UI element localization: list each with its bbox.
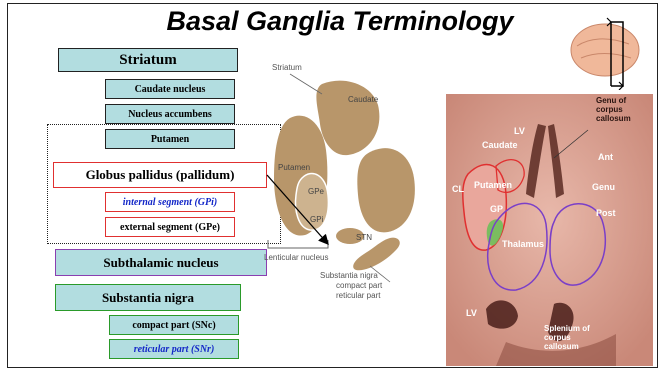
brain-slice-photo: Genu of corpus callosum LV Caudate Ant C… (446, 94, 653, 366)
diagram-gpi-label: GPi (310, 215, 324, 224)
substantia-nigra-box: Substantia nigra (55, 284, 241, 311)
external-segment-box: external segment (GPe) (105, 217, 235, 237)
photo-thalamus-label: Thalamus (502, 239, 544, 249)
diagram-lenticular-label: Lenticular nucleus (264, 253, 328, 262)
diagram-caudate-label: Caudate (348, 95, 379, 104)
photo-caudate-label: Caudate (482, 140, 518, 150)
putamen-box: Putamen (105, 129, 235, 149)
nucleus-accumbens-box: Nucleus accumbens (105, 104, 235, 124)
photo-post-label: Post (596, 208, 616, 218)
internal-segment-box: internal segment (GPi) (105, 192, 235, 212)
brain-icon (567, 16, 645, 90)
striatum-leader (290, 74, 322, 94)
photo-splenium-label-3: callosum (544, 342, 590, 351)
substantia-nigra-shape (353, 238, 400, 271)
photo-genu-label-3: callosum (596, 114, 631, 123)
photo-lv-bottom-label: LV (466, 308, 477, 318)
thalamus-shape (357, 148, 415, 232)
photo-gp-label: GP (490, 204, 503, 214)
photo-splenium-label-1: Splenium of (544, 324, 590, 333)
diagram-compact-label: compact part (336, 281, 383, 290)
subthalamic-box: Subthalamic nucleus (55, 249, 267, 276)
photo-lv-top-label: LV (514, 126, 525, 136)
diagram-putamen-label: Putamen (278, 163, 310, 172)
caudate-nucleus-box: Caudate nucleus (105, 79, 235, 99)
photo-genu-label-2: corpus (596, 105, 631, 114)
slide-title: Basal Ganglia Terminology (140, 6, 540, 37)
caudate-shape (316, 81, 379, 155)
lenticular-bracket (268, 240, 328, 248)
diagram-reticular-label: reticular part (336, 291, 381, 300)
basal-ganglia-diagram: Striatum Caudate Putamen GPe GPi STN Len… (250, 60, 430, 310)
reticular-part-box: reticular part (SNr) (109, 339, 239, 359)
photo-genu-small-label: Genu (592, 182, 615, 192)
diagram-sn-label: Substantia nigra (320, 271, 378, 280)
compact-part-box: compact part (SNc) (109, 315, 239, 335)
diagram-gpe-label: GPe (308, 187, 325, 196)
photo-ant-label: Ant (598, 152, 613, 162)
globus-pallidus-box: Globus pallidus (pallidum) (53, 162, 267, 188)
photo-genu-label-1: Genu of (596, 96, 631, 105)
photo-putamen-label: Putamen (474, 180, 512, 190)
photo-splenium-label-2: corpus (544, 333, 590, 342)
photo-cl-label: CL (452, 184, 464, 194)
striatum-box: Striatum (58, 48, 238, 72)
diagram-stn-label: STN (356, 233, 372, 242)
diagram-striatum-label: Striatum (272, 63, 302, 72)
